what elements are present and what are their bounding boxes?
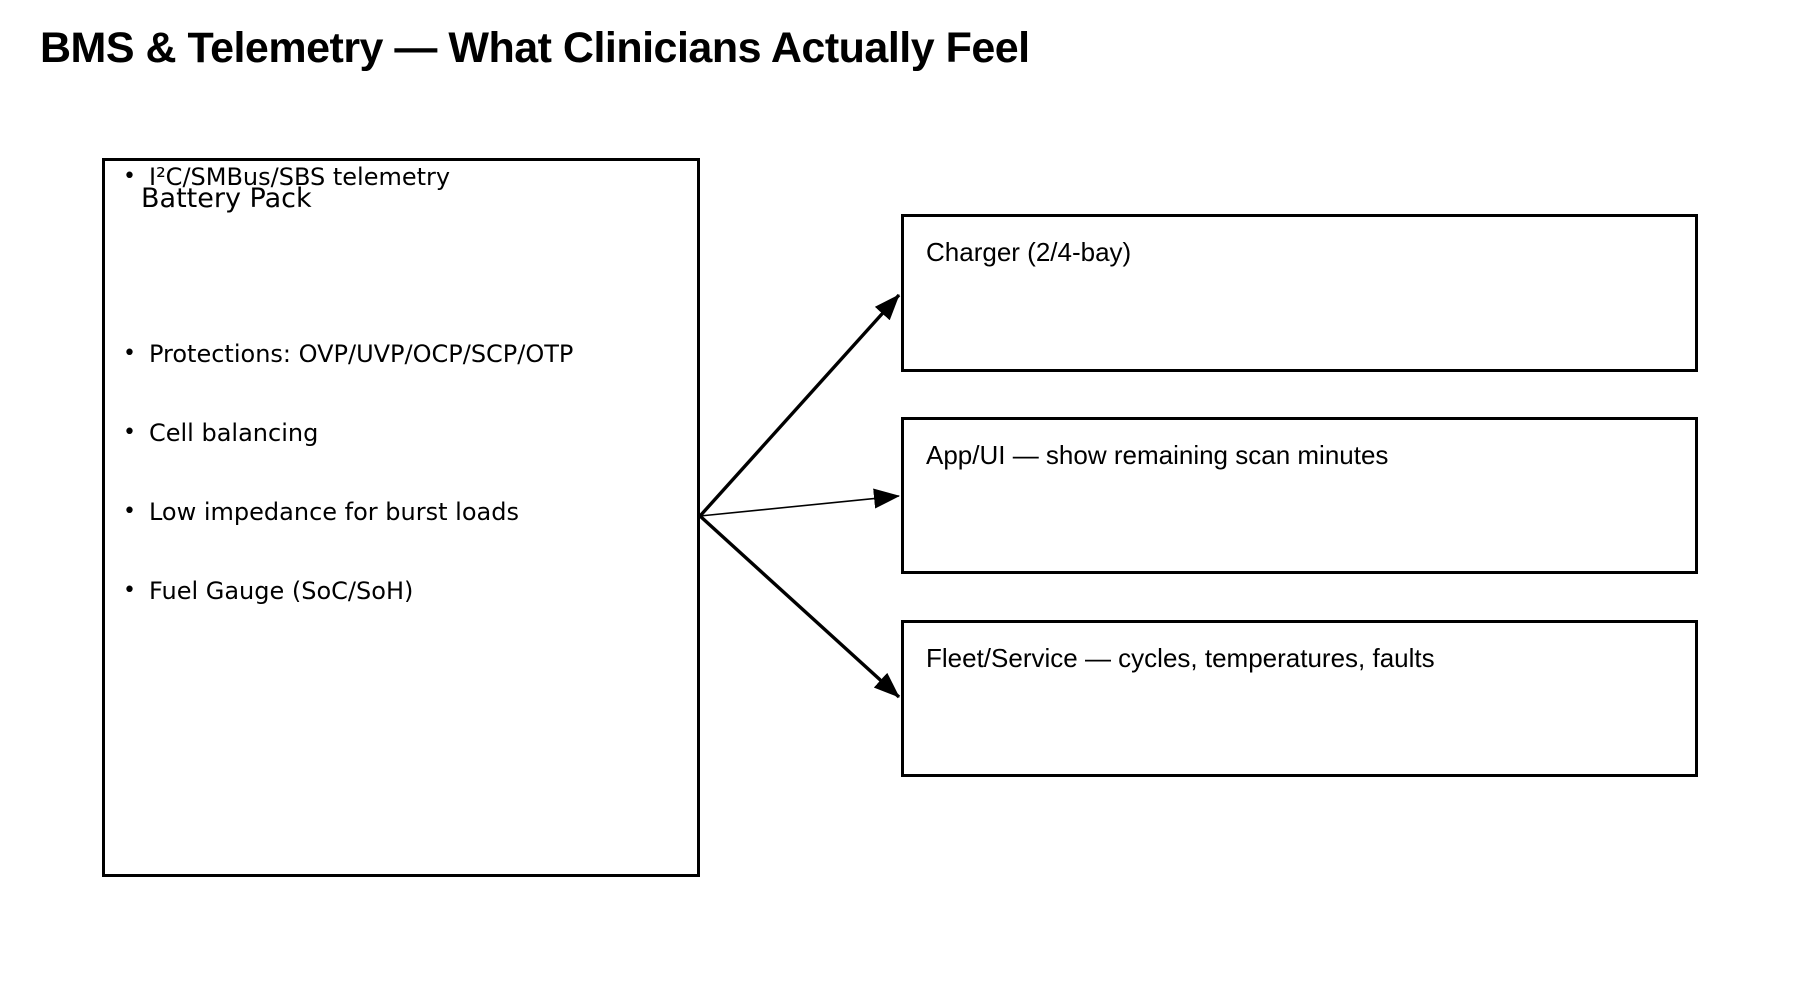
bullet-dot-icon: • — [123, 341, 136, 366]
bullet-dot-icon: • — [123, 578, 136, 603]
battery-bullet-fuel-gauge: • Fuel Gauge (SoC/SoH) — [123, 575, 413, 607]
battery-pack-box-title: Battery Pack — [141, 183, 312, 214]
arrow-battery-to-charger — [698, 293, 901, 518]
bullet-text: Fuel Gauge (SoC/SoH) — [148, 577, 414, 605]
bullet-text: Protections: OVP/UVP/OCP/SCP/OTP — [148, 340, 574, 368]
bullet-text: I²C/SMBus/SBS telemetry — [148, 163, 451, 191]
battery-bullet-low-impedance: • Low impedance for burst loads — [123, 496, 519, 528]
app-ui-box: App/UI — show remaining scan minutes — [901, 417, 1698, 574]
battery-bullet-cell-balancing: • Cell balancing — [123, 417, 318, 449]
battery-bullet-telemetry: • I²C/SMBus/SBS telemetry — [123, 161, 450, 193]
bullet-text: Cell balancing — [148, 419, 319, 447]
charger-box-label: Charger (2/4-bay) — [926, 237, 1132, 267]
bullet-dot-icon: • — [123, 164, 136, 189]
arrow-battery-to-fleet-service — [698, 514, 901, 699]
bullet-dot-icon: • — [123, 420, 136, 445]
fleet-service-box: Fleet/Service — cycles, temperatures, fa… — [901, 620, 1698, 777]
battery-pack-box: Battery Pack • Protections: OVP/UVP/OCP/… — [102, 158, 700, 877]
arrow-battery-to-app-ui — [699, 488, 900, 517]
bullet-text: Low impedance for burst loads — [148, 498, 519, 526]
app-ui-box-label: App/UI — show remaining scan minutes — [926, 440, 1389, 470]
charger-box: Charger (2/4-bay) — [901, 214, 1698, 372]
bullet-dot-icon: • — [123, 499, 136, 524]
fleet-service-box-label: Fleet/Service — cycles, temperatures, fa… — [926, 643, 1435, 673]
page-title: BMS & Telemetry — What Clinicians Actual… — [40, 24, 1030, 72]
battery-bullet-protections: • Protections: OVP/UVP/OCP/SCP/OTP — [123, 338, 573, 370]
